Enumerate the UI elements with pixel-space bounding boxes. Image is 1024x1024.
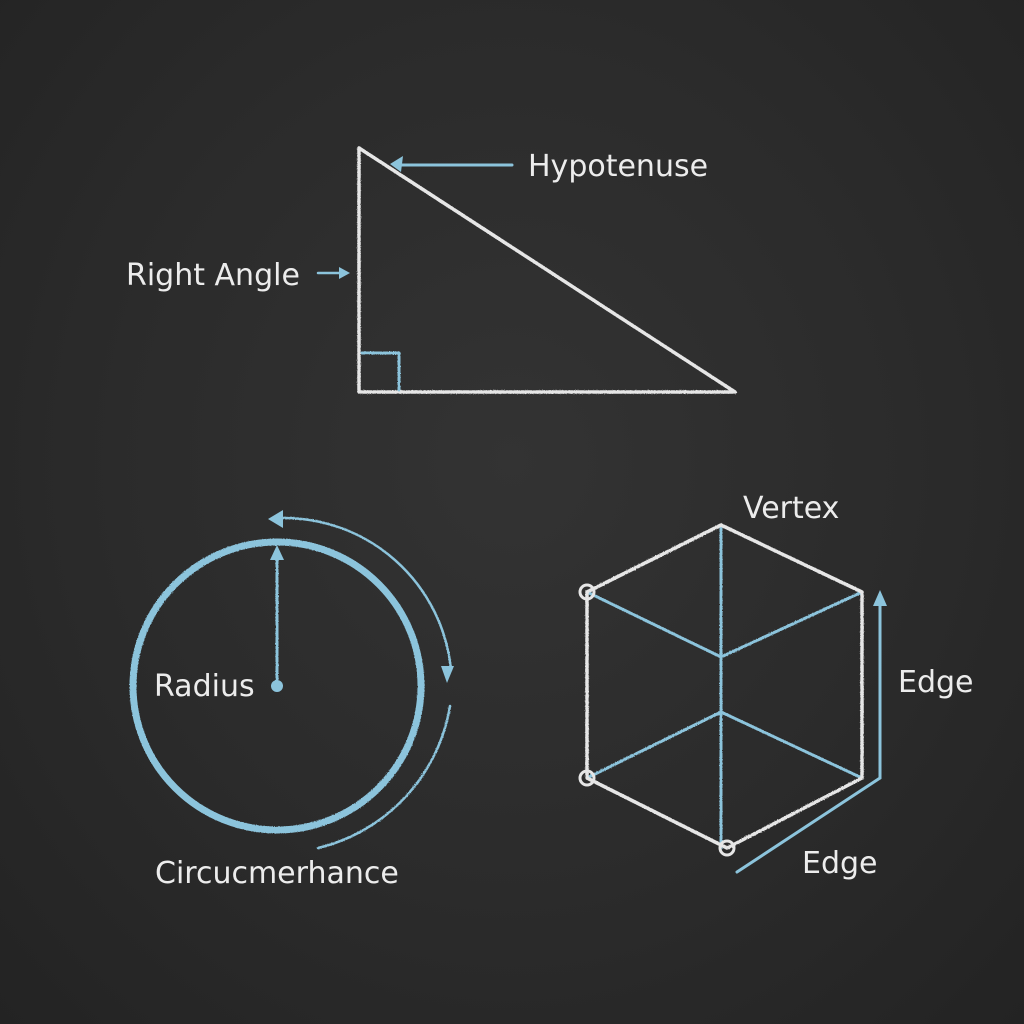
edge-arrow-right bbox=[873, 590, 887, 780]
circumference-label: Circucmerhance bbox=[155, 856, 399, 891]
circle-outline bbox=[129, 538, 425, 834]
circumference-arc-top bbox=[278, 516, 453, 672]
vertex-label: Vertex bbox=[743, 491, 839, 526]
arrowhead-icon bbox=[390, 156, 403, 172]
circle-figure bbox=[129, 516, 453, 850]
right-angle-arrow bbox=[316, 267, 350, 279]
cube-upper-inner-edges bbox=[585, 590, 864, 659]
triangle-outline bbox=[357, 146, 737, 394]
hypotenuse-arrow bbox=[390, 156, 514, 172]
radius-label: Radius bbox=[154, 669, 255, 704]
right-angle-label: Right Angle bbox=[126, 258, 300, 293]
arrowhead-icon bbox=[339, 267, 350, 279]
circumference-arc-bottom bbox=[316, 704, 452, 850]
center-point bbox=[271, 680, 283, 692]
right-triangle bbox=[357, 146, 737, 394]
vertex-marker bbox=[718, 839, 736, 857]
hypotenuse-label: Hypotenuse bbox=[528, 149, 708, 184]
vertex-marker bbox=[578, 769, 596, 787]
edge-label-bottom: Edge bbox=[802, 846, 878, 881]
circumference-arrowhead-icon bbox=[268, 510, 283, 528]
right-angle-marker bbox=[360, 351, 401, 392]
radius-arrowhead-icon bbox=[270, 545, 284, 560]
edge-line-bottom bbox=[735, 776, 882, 874]
vertex-marker bbox=[578, 583, 596, 601]
cube-outline bbox=[585, 523, 864, 850]
circumference-arrowhead-icon bbox=[441, 666, 454, 683]
edge-label-right: Edge bbox=[898, 665, 974, 700]
cube-figure bbox=[585, 523, 864, 850]
arrowhead-icon bbox=[873, 590, 887, 606]
cube-lower-inner-edges bbox=[585, 710, 864, 780]
